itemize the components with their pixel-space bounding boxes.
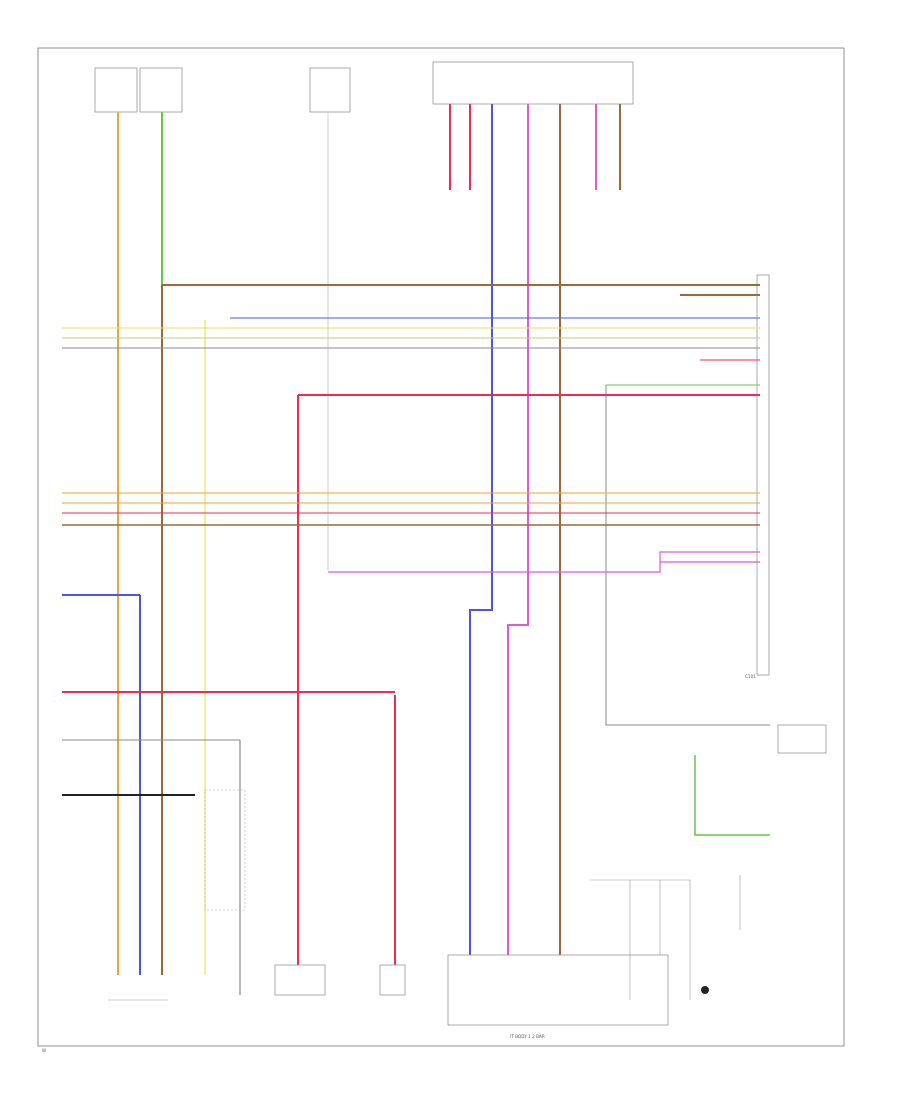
wire-green-right — [694, 755, 770, 836]
fuse-box-left-2 — [139, 67, 183, 113]
connector-strip-right — [756, 274, 770, 676]
wire-pink-long — [507, 104, 529, 960]
sensor-connector — [379, 964, 406, 996]
ground-point-icon — [701, 986, 709, 994]
switch-assembly — [204, 789, 246, 911]
ground-junction-block — [274, 964, 326, 996]
diagram-frame — [37, 47, 845, 1047]
caption-connector-right: C101 — [745, 674, 756, 679]
fuse-box-left-1 — [94, 67, 138, 113]
vertical-wires — [117, 104, 770, 995]
relay-module-bottom — [447, 954, 669, 1026]
caption-bottom-center: IT BODY 1 2 BAR — [510, 1034, 545, 1039]
connector-right-lower — [777, 724, 827, 754]
wire-gray-right — [605, 385, 770, 726]
wire-blue-long — [469, 104, 493, 960]
control-module-top — [432, 61, 634, 105]
fuse-box-center — [309, 67, 351, 113]
footer-code: W — [42, 1048, 46, 1053]
horizontal-wires — [62, 284, 760, 796]
relay-feed-line — [590, 879, 691, 1000]
